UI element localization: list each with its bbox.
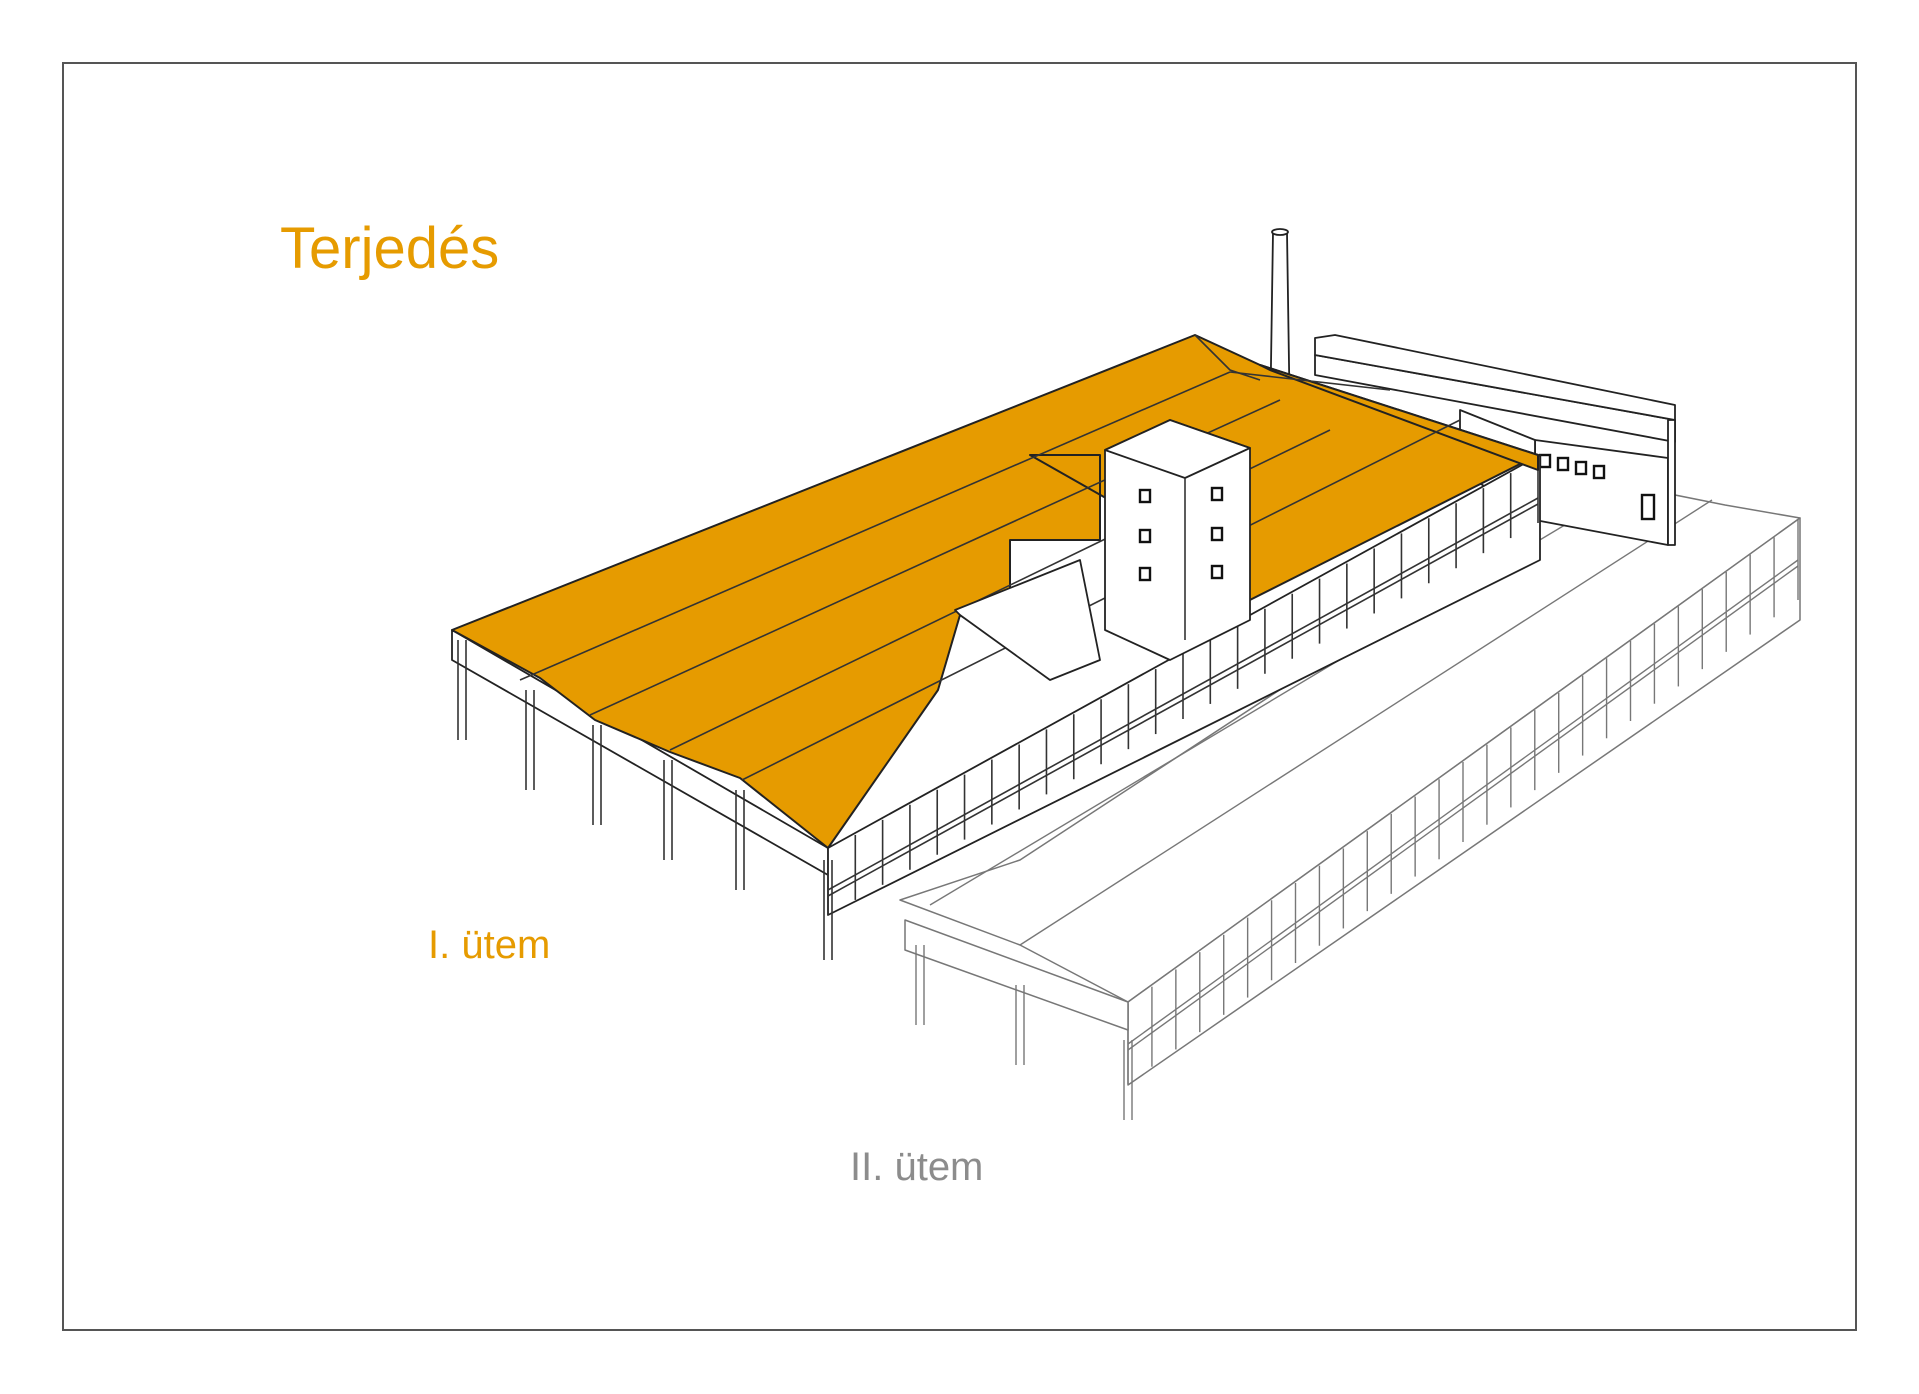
phase-2-label: II. ütem bbox=[850, 1145, 984, 1189]
page-title: Terjedés bbox=[280, 216, 500, 281]
phase-1-building bbox=[451, 334, 1541, 960]
drawing-frame bbox=[62, 62, 1857, 1331]
courtyard-opening bbox=[954, 559, 1101, 681]
phase-2-roof-ridge bbox=[1019, 499, 1713, 946]
phase-1-roof-rear bbox=[1259, 364, 1539, 471]
stair-tower bbox=[1104, 419, 1251, 661]
phase-1-label: I. ütem bbox=[428, 923, 551, 967]
